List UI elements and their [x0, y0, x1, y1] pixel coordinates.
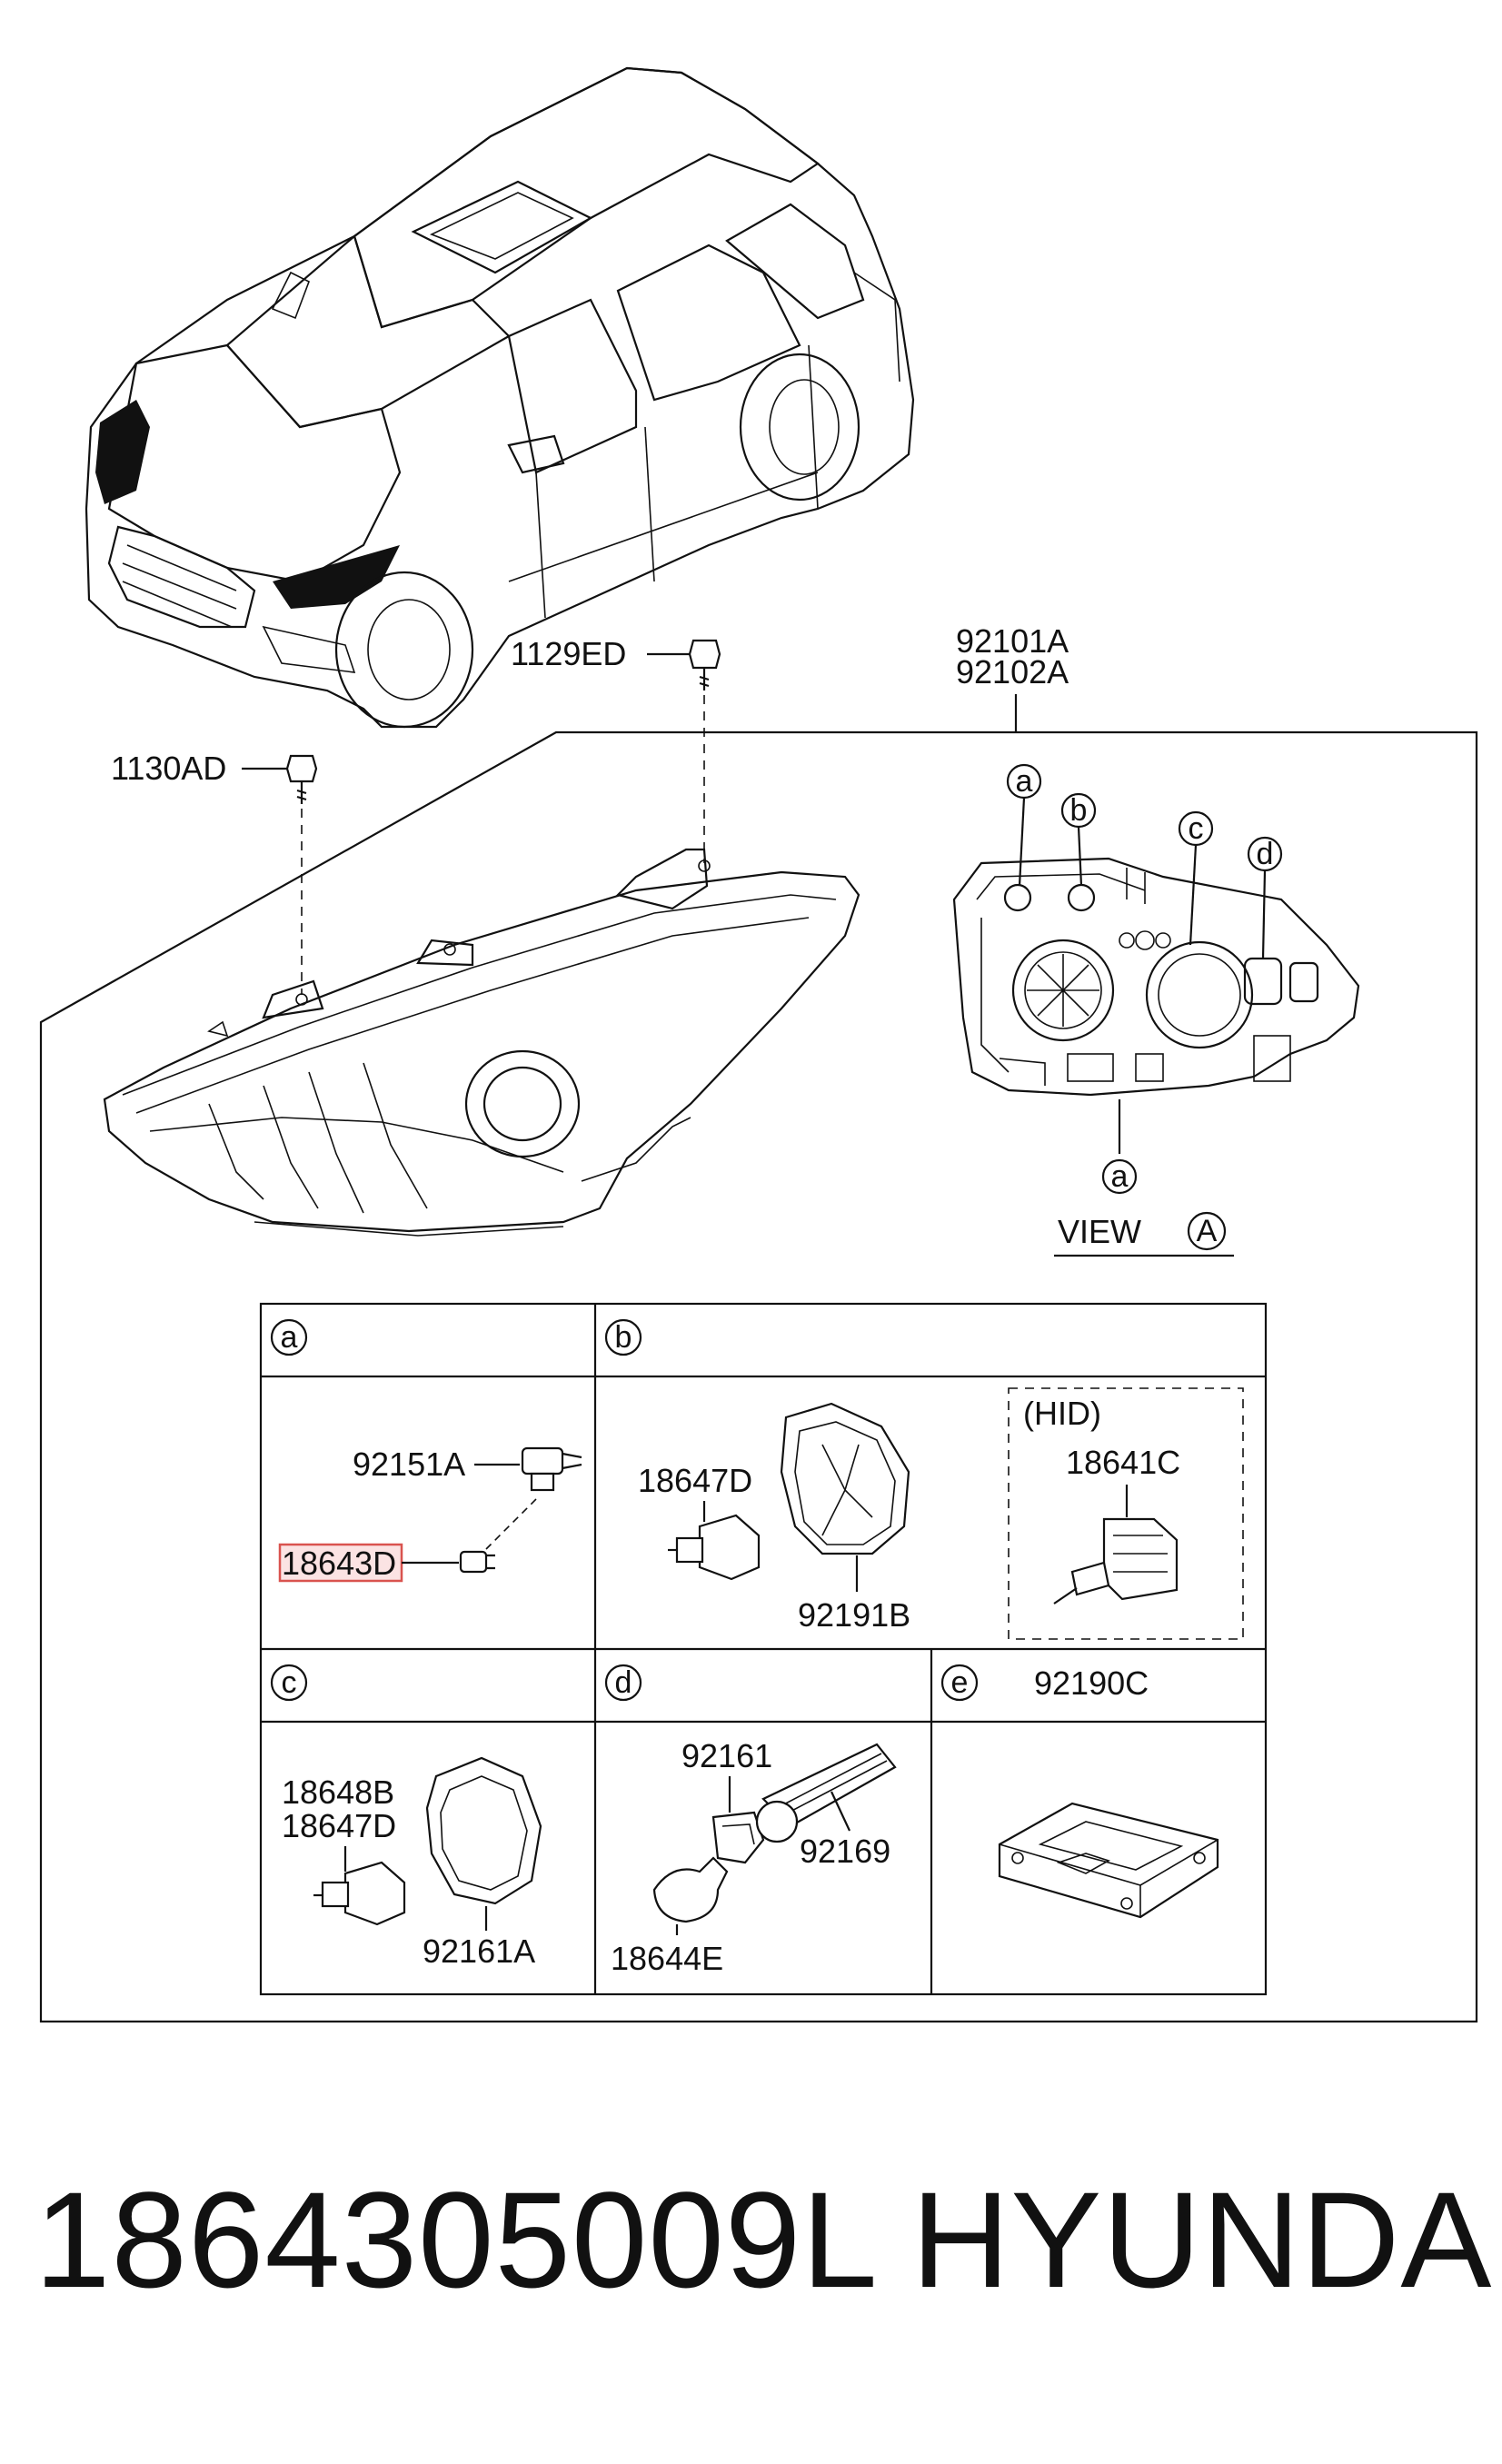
- part-18643D: 18643D: [282, 1545, 396, 1582]
- hid-bulb-18641C: [1053, 1517, 1179, 1605]
- part-92161: 92161: [681, 1737, 772, 1774]
- bulb-18644E: [652, 1856, 729, 1923]
- cell-label-a: a: [281, 1320, 298, 1355]
- assembly-border: [39, 730, 1478, 2023]
- circle-c-top: c: [1189, 811, 1204, 846]
- circle-d-top: d: [1257, 837, 1274, 871]
- cell-label-e: e: [951, 1665, 969, 1700]
- circle-a-bottom: a: [1111, 1159, 1129, 1194]
- view-a-callouts: a b c d a: [1006, 763, 1283, 1195]
- headlamp-rear-view: [952, 857, 1360, 1097]
- bulb-18647D-c: [313, 1861, 406, 1926]
- bulb-18647D-b: [668, 1514, 761, 1581]
- brand-name: HYUNDAI: [911, 2163, 1502, 2316]
- label-1130AD: 1130AD: [111, 750, 226, 787]
- detail-grid: [259, 1302, 1268, 1996]
- label-92101A: 92101A: [956, 622, 1069, 660]
- part-18641C: 18641C: [1066, 1444, 1180, 1481]
- cap-92191B: [780, 1402, 910, 1555]
- circle-b-top: b: [1070, 793, 1088, 828]
- part-number: 1864305009L: [35, 2163, 879, 2316]
- bulb-socket-92151A: [521, 1446, 582, 1492]
- socket-92161: [711, 1811, 765, 1864]
- view-label: VIEW: [1058, 1213, 1141, 1250]
- cell-e-part: 92190C: [1034, 1664, 1149, 1702]
- car-illustration: [85, 66, 915, 729]
- cell-label-d: d: [615, 1665, 632, 1700]
- part-18644E: 18644E: [611, 1940, 723, 1977]
- cell-label-b: b: [615, 1320, 632, 1355]
- part-92151A: 92151A: [353, 1446, 465, 1483]
- cell-label-c: c: [282, 1665, 297, 1700]
- part-18647D-b: 18647D: [638, 1462, 752, 1499]
- part-92169: 92169: [800, 1833, 890, 1870]
- ballast-92190C: [998, 1802, 1219, 1919]
- harness-92169: [755, 1743, 897, 1843]
- part-18648B: 18648B: [282, 1773, 394, 1811]
- cap-92161A: [425, 1756, 542, 1905]
- view-letter: A: [1197, 1214, 1218, 1248]
- part-18647D-c: 18647D: [282, 1807, 396, 1844]
- bolt-1129ED: [688, 639, 721, 691]
- headlamp-assembly: [103, 848, 860, 1237]
- part-92161A: 92161A: [423, 1932, 535, 1970]
- part-92191B: 92191B: [798, 1596, 910, 1634]
- label-1129ED: 1129ED: [511, 635, 626, 672]
- bolt-1130AD: [285, 754, 318, 804]
- label-92102A: 92102A: [956, 653, 1069, 691]
- circle-a-top: a: [1016, 764, 1033, 799]
- bulb-18643D: [459, 1550, 495, 1574]
- hid-label: (HID): [1023, 1395, 1101, 1432]
